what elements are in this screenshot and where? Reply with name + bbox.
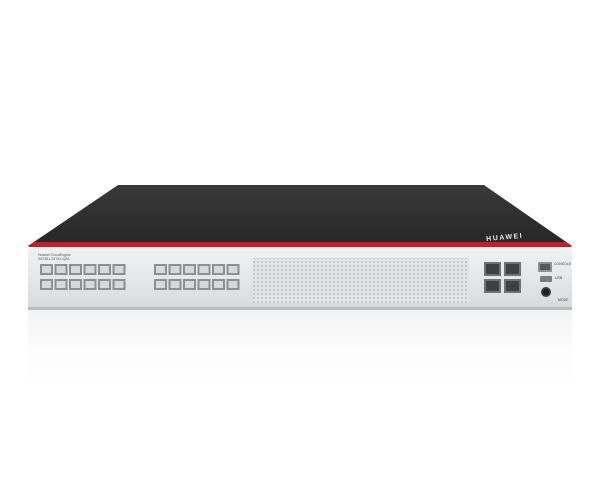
sfp-port-opening <box>506 264 519 274</box>
rj45-port-opening <box>156 281 165 288</box>
rj45-port-opening <box>56 266 66 273</box>
rj45-port-opening <box>199 281 209 288</box>
floor-reflection <box>28 310 572 400</box>
rj45-port-opening <box>214 281 223 288</box>
usb-label: USB <box>555 276 563 280</box>
model-label-line-1: Huawei CloudEngine <box>38 253 71 257</box>
rj45-port-opening <box>42 266 51 273</box>
rj45-port-opening <box>199 266 209 273</box>
rj45-port-opening <box>71 281 80 288</box>
sfp-port-group <box>484 262 521 293</box>
console-label: CONSOLE <box>554 262 572 266</box>
rj45-port-opening <box>71 266 80 273</box>
rj45-port-opening <box>100 266 109 273</box>
sfp-port-opening <box>486 281 499 291</box>
red-stripe <box>28 242 572 247</box>
rj45-port-opening <box>114 266 124 273</box>
rj45-port-opening <box>100 281 109 288</box>
rj45-port-opening <box>156 266 165 273</box>
rj45-port-opening <box>114 281 124 288</box>
rj45-port-opening <box>214 266 223 273</box>
usb-port <box>540 276 552 282</box>
rj45-port-opening <box>185 281 194 288</box>
sfp-port-opening <box>486 264 499 274</box>
rj45-port-opening <box>228 281 238 288</box>
top-cover <box>28 185 572 246</box>
rj45-port-opening <box>228 266 238 273</box>
model-label-line-2: S5735-L24T4X-QA1 <box>38 257 70 261</box>
rj45-port-opening <box>85 266 95 273</box>
rj45-port-opening <box>185 266 194 273</box>
vent-grille <box>253 258 469 303</box>
rj45-port-group-right <box>154 264 240 290</box>
rj45-port-group-left <box>40 264 126 290</box>
rj45-port-opening <box>170 266 180 273</box>
rj45-port-opening <box>170 281 180 288</box>
rj45-port-opening <box>85 281 95 288</box>
rj45-port-opening <box>42 281 51 288</box>
rj45-port-opening <box>56 281 66 288</box>
mode-label: MODE <box>558 298 569 302</box>
sfp-port-opening <box>506 281 519 291</box>
